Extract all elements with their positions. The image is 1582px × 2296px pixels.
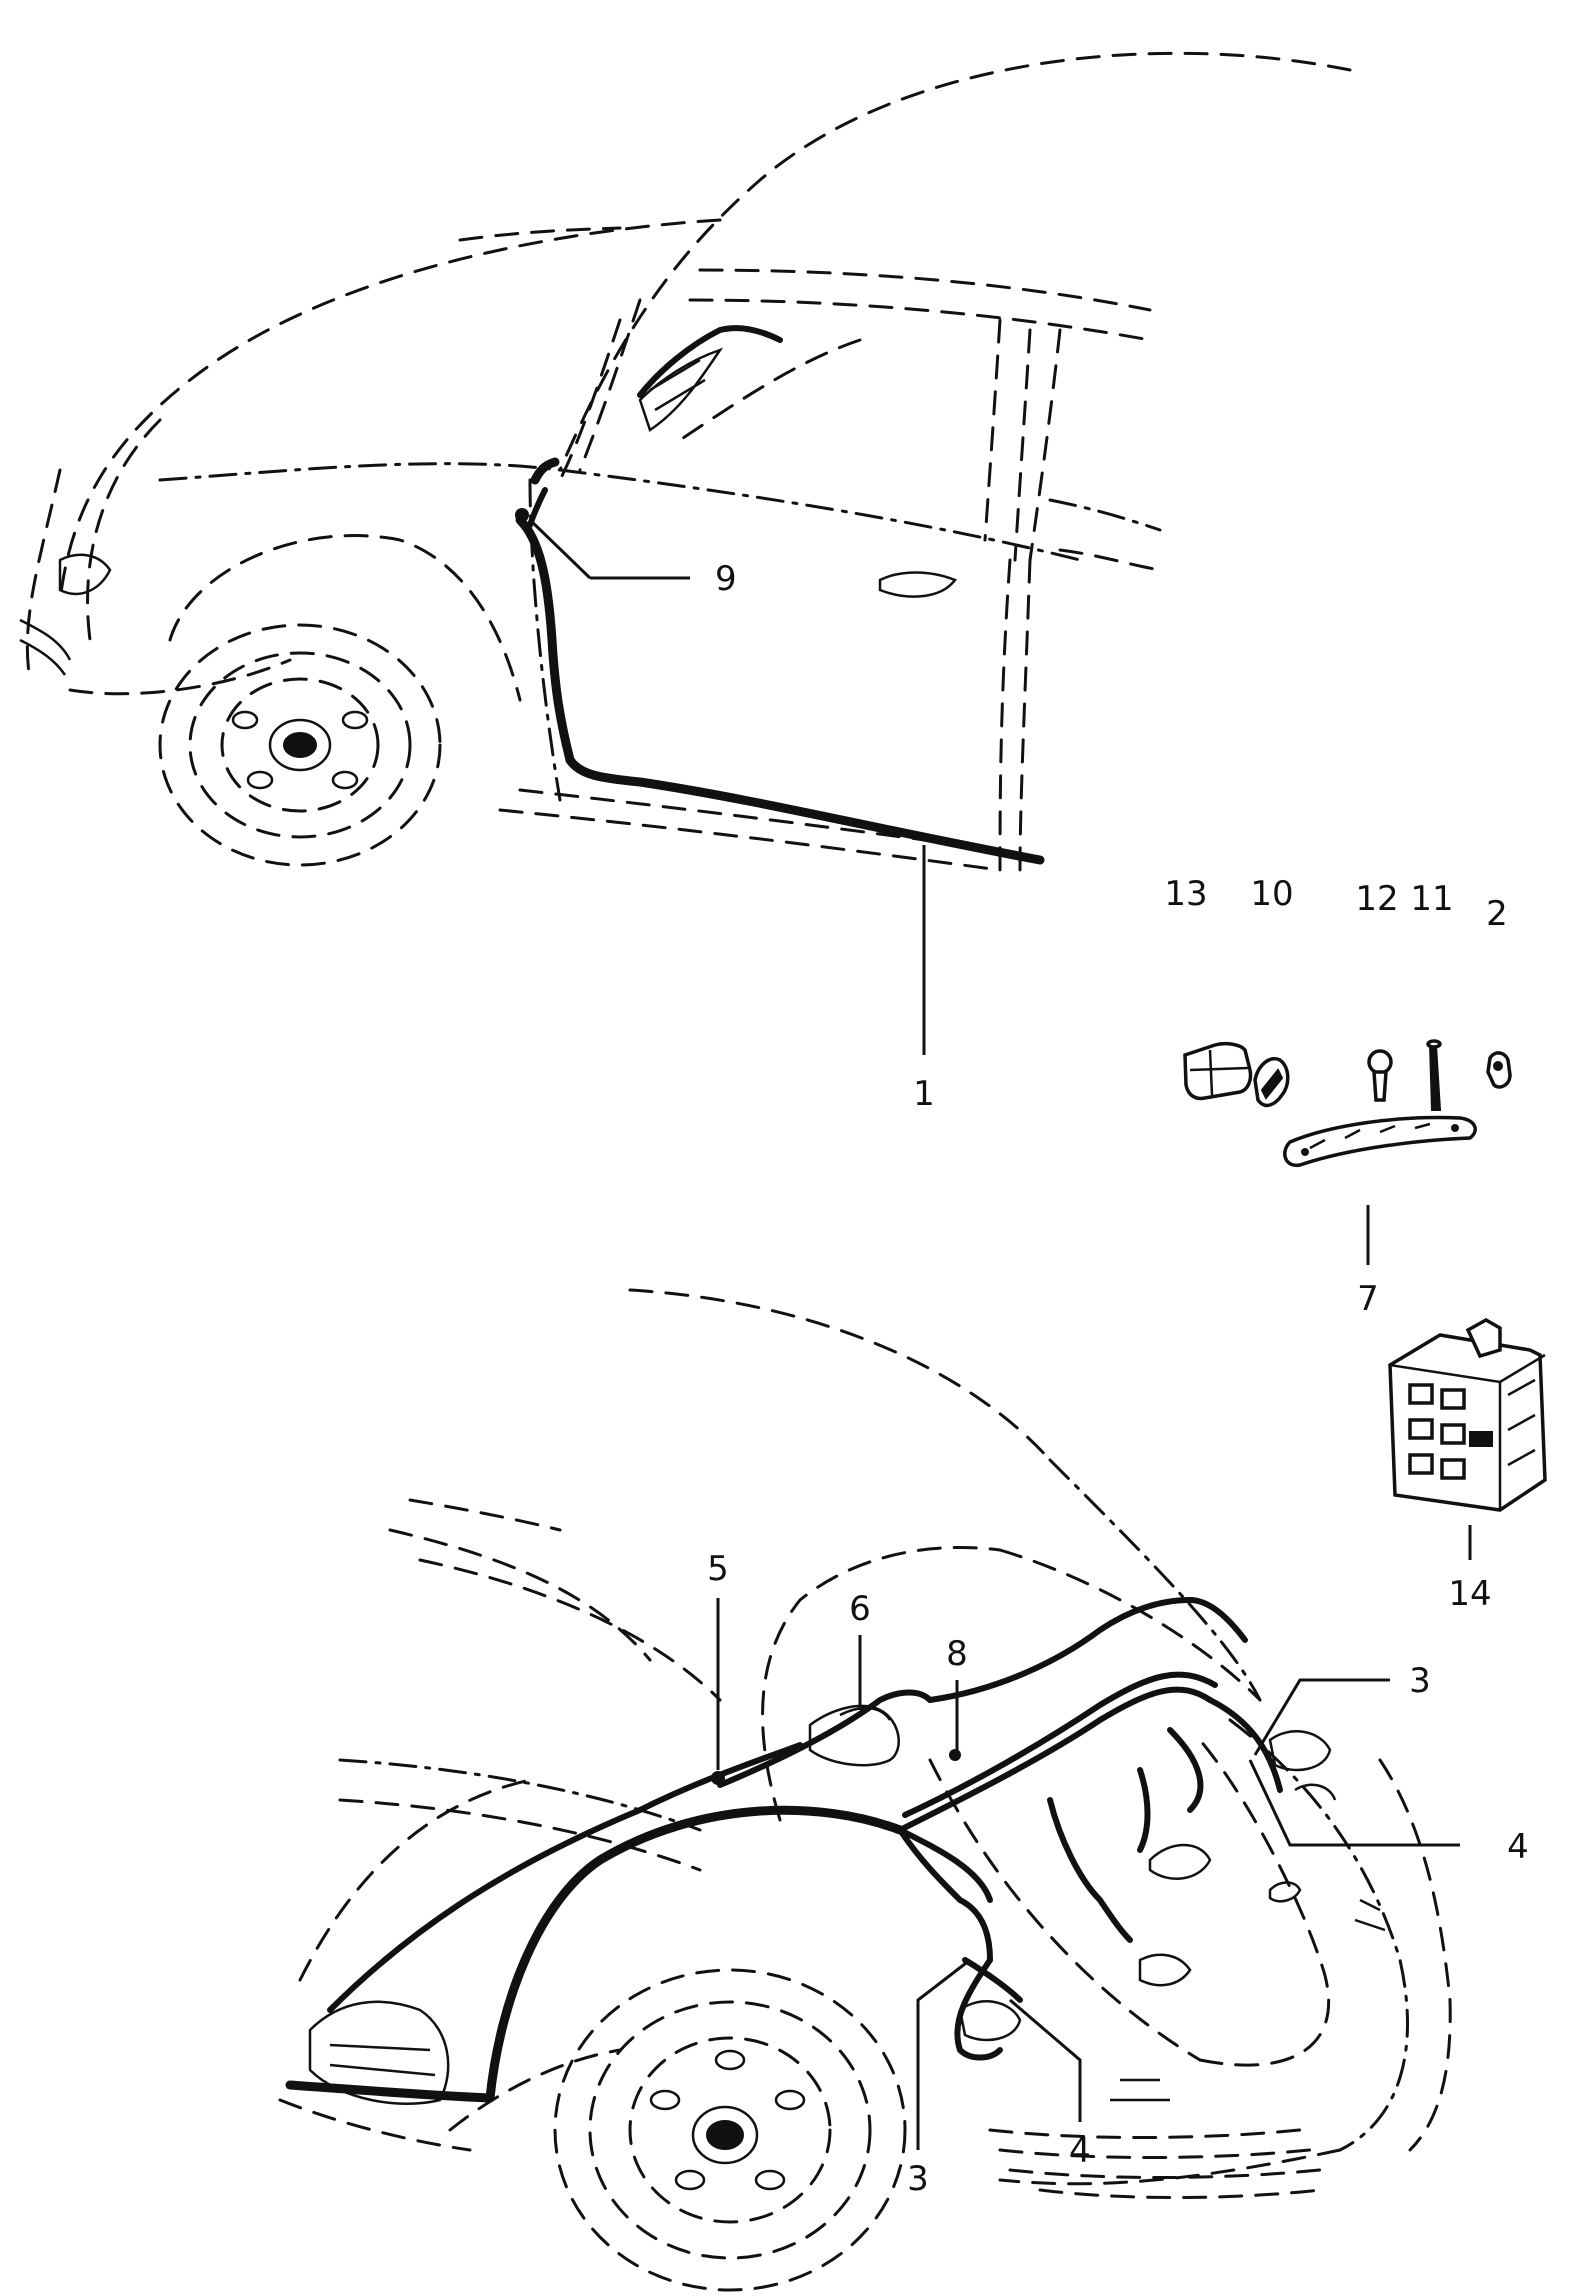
part-2-terminal xyxy=(1486,1051,1512,1089)
grommet-icon xyxy=(515,508,529,522)
callout-4-right: 4 xyxy=(1507,1827,1529,1867)
callout-4-left: 4 xyxy=(1069,2131,1091,2171)
sill-wiring-harness xyxy=(515,325,1045,865)
part-13-connector xyxy=(1183,1041,1253,1101)
part-12-plug xyxy=(1367,1049,1393,1102)
callout-1: 1 xyxy=(913,1074,935,1114)
callout-12: 12 xyxy=(1355,879,1398,919)
callout-2: 2 xyxy=(1486,894,1508,934)
callout-9: 9 xyxy=(715,559,737,599)
callout-13: 13 xyxy=(1164,874,1207,914)
front-wiring-harness xyxy=(285,1597,1337,2103)
grommet-icon xyxy=(949,1749,961,1761)
part-11-sleeve xyxy=(1426,1039,1442,1111)
lower-front-wheel xyxy=(553,1968,907,2292)
grommet-icon xyxy=(711,1771,725,1785)
callout-8: 8 xyxy=(946,1634,968,1674)
upper-vehicle-outline xyxy=(19,51,1352,882)
part-10-terminal xyxy=(1253,1057,1290,1108)
lower-vehicle-outline xyxy=(278,1288,1452,2199)
callout-11: 11 xyxy=(1410,879,1453,919)
leader-lines xyxy=(528,518,1472,2150)
callout-3-right: 3 xyxy=(1409,1661,1431,1701)
callout-14: 14 xyxy=(1448,1574,1491,1614)
callout-5: 5 xyxy=(707,1549,729,1589)
callout-10: 10 xyxy=(1250,874,1293,914)
callout-3-left: 3 xyxy=(907,2159,929,2199)
callout-7: 7 xyxy=(1357,1279,1379,1319)
part-7-retainer-strip xyxy=(1283,1115,1477,1168)
callout-labels: 1 9 13 10 12 11 2 7 14 5 6 8 3 4 3 4 xyxy=(707,559,1529,2199)
callout-6: 6 xyxy=(849,1589,871,1629)
upper-front-wheel xyxy=(158,623,442,867)
part-14-fuse-box xyxy=(1388,1317,1547,1512)
